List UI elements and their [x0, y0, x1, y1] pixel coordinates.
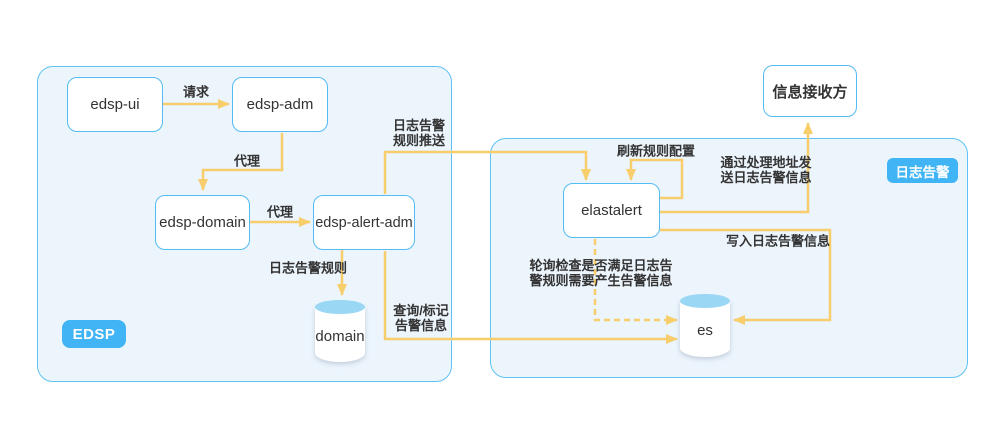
node-edsp-alert-adm: edsp-alert-adm — [313, 195, 415, 250]
node-elastalert: elastalert — [563, 183, 660, 238]
edge-label-rule-push-line2: 规则推送 — [392, 133, 446, 148]
edge-label-send-alert-line1: 通过处理地址发 — [720, 155, 812, 170]
edge-label-send-alert: 通过处理地址发 送日志告警信息 — [720, 155, 811, 185]
edge-label-rule-push: 日志告警 规则推送 — [393, 118, 445, 148]
edge-label-poll-check-line1: 轮询检查是否满足日志告 — [529, 258, 673, 273]
edge-send-alert-arrow — [660, 122, 813, 214]
database-es: es — [680, 294, 730, 357]
edge-poll-check-arrow — [593, 239, 678, 325]
edge-label-write-alert: 写入日志告警信息 — [725, 233, 831, 249]
edge-label-send-alert-line2: 送日志告警信息 — [720, 170, 812, 185]
database-es-label: es — [697, 322, 713, 339]
log-alert-badge: 日志告警 — [887, 158, 958, 183]
node-message-receiver: 信息接收方 — [763, 65, 857, 117]
edge-label-request: 请求 — [182, 84, 210, 100]
edge-label-rule-push-line1: 日志告警 — [392, 118, 446, 133]
edge-label-proxy1: 代理 — [233, 153, 261, 169]
database-domain-label: domain — [315, 327, 365, 345]
database-domain: domain — [315, 300, 365, 362]
edge-label-log-alert-rule: 日志告警规则 — [268, 260, 348, 276]
edge-label-proxy2: 代理 — [266, 204, 294, 220]
node-edsp-domain: edsp-domain — [155, 195, 250, 250]
cylinder-top — [315, 300, 365, 314]
edge-query-mark-arrow — [383, 251, 678, 344]
cylinder-top — [680, 294, 730, 308]
edge-rule-push-arrow — [383, 150, 591, 194]
edge-proxy1-arrow — [198, 133, 284, 191]
edge-label-poll-check: 轮询检查是否满足日志告 警规则需要产生告警信息 — [529, 258, 672, 288]
edge-label-query-mark-line1: 查询/标记 — [393, 303, 449, 318]
edge-label-query-mark: 查询/标记 告警信息 — [393, 303, 449, 333]
cylinder-body — [315, 307, 365, 362]
node-edsp-adm: edsp-adm — [232, 77, 328, 132]
edsp-badge: EDSP — [62, 320, 126, 348]
edge-write-alert-arrow — [660, 228, 832, 325]
cylinder-body — [680, 301, 730, 357]
edge-label-query-mark-line2: 告警信息 — [394, 318, 447, 333]
node-edsp-ui: edsp-ui — [67, 77, 163, 132]
edge-refresh-rule-loop-arrow — [626, 158, 684, 200]
edge-label-refresh-rule: 刷新规则配置 — [616, 143, 696, 159]
edge-label-poll-check-line2: 警规则需要产生告警信息 — [529, 273, 673, 288]
